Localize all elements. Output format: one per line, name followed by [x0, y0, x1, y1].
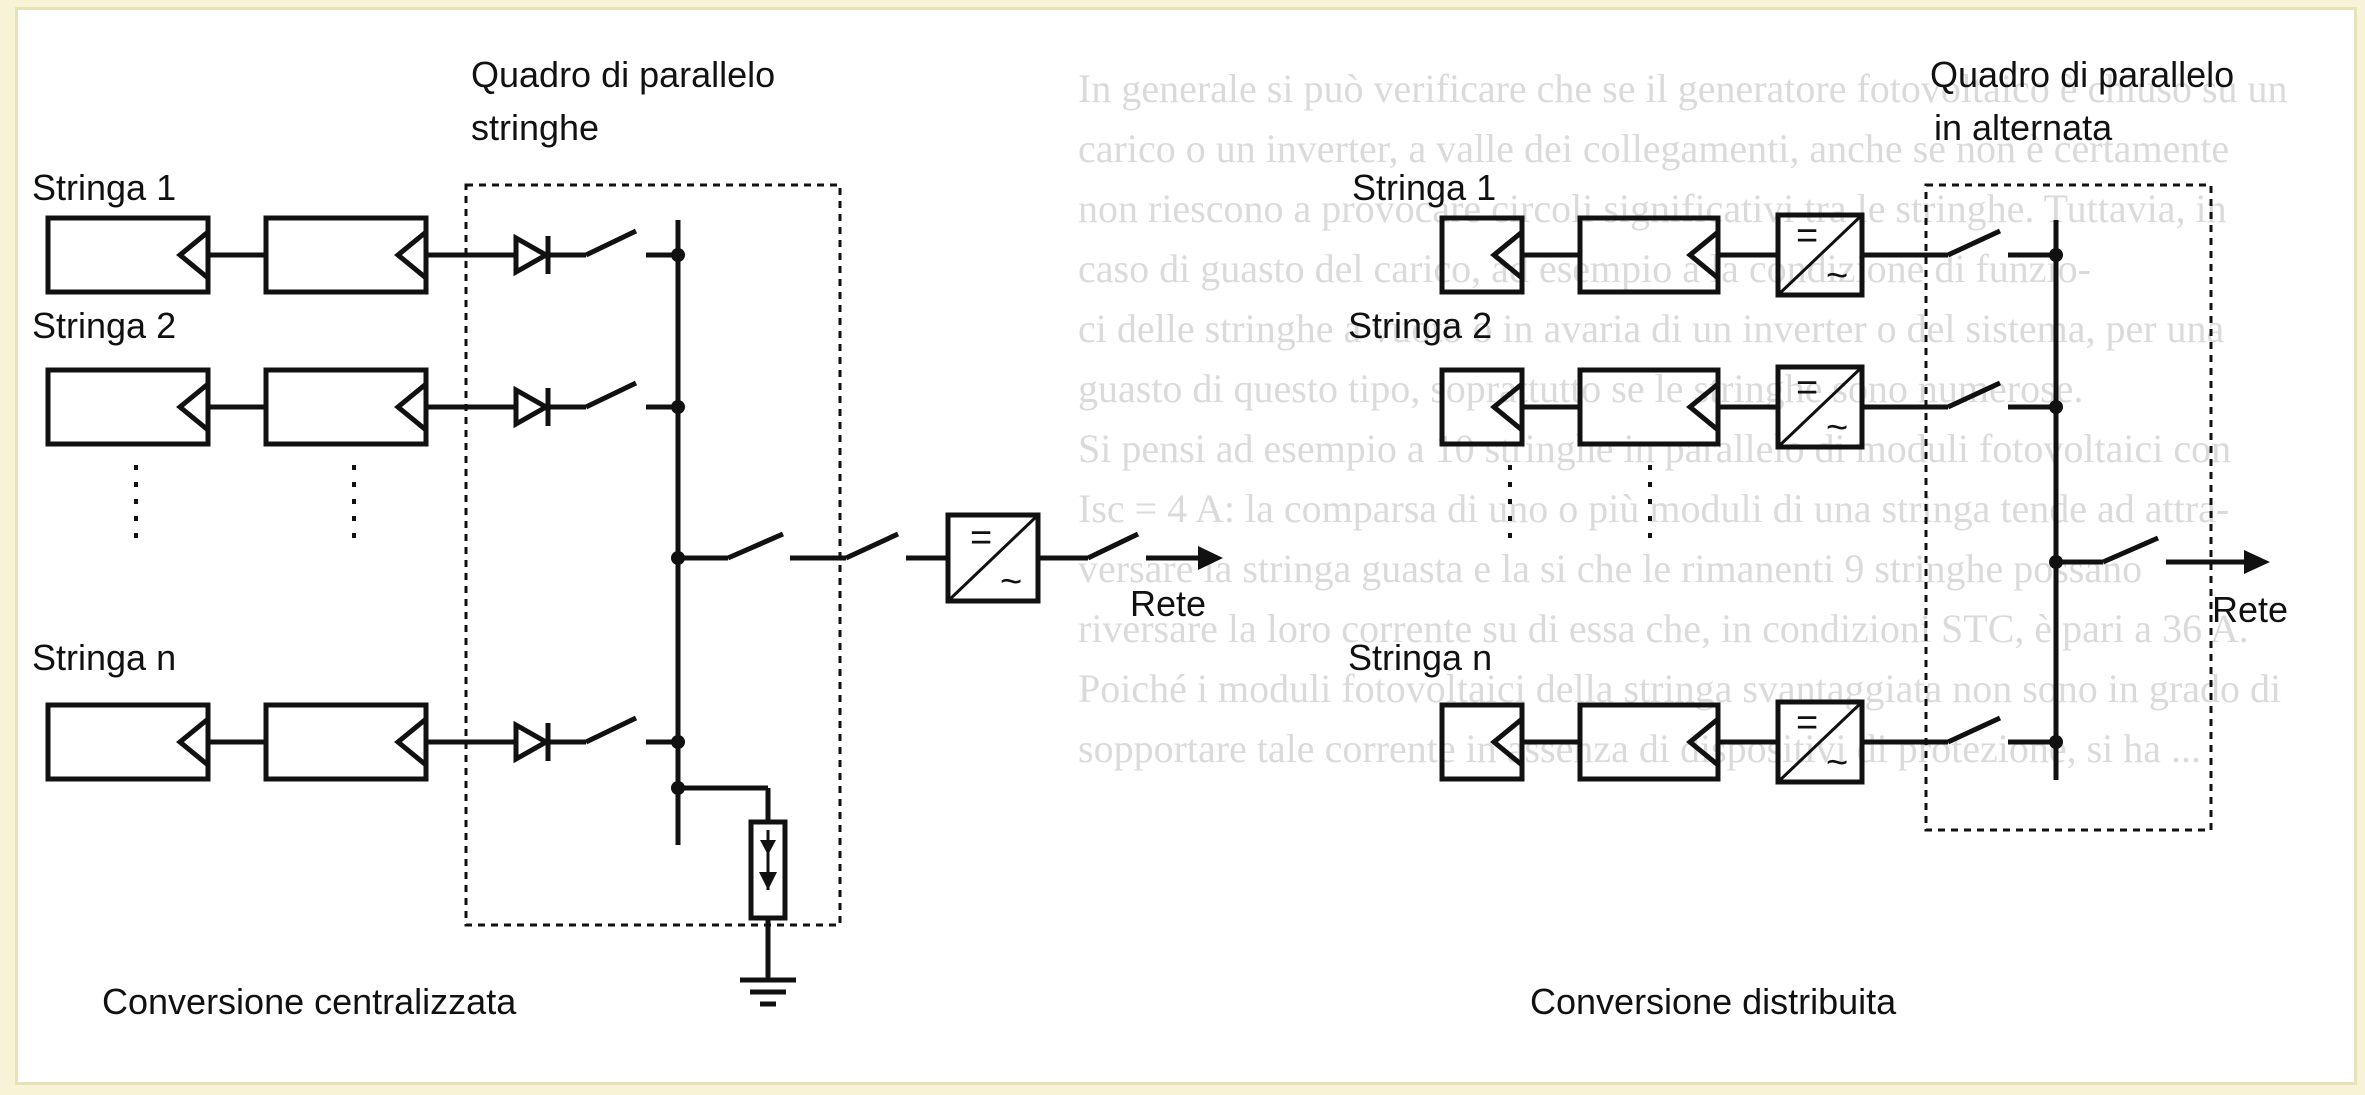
ellipsis-dots — [1508, 465, 1652, 550]
diagram-frame: In generale si può verificare che se il … — [18, 10, 2354, 1082]
grid-arrow-icon — [1198, 546, 1223, 570]
inverter-dc-symbol: = — [1796, 367, 1818, 409]
ac-combiner-label-line1: Quadro di parallelo — [1930, 54, 2234, 95]
string-label: Stringa 2 — [1348, 305, 1492, 346]
pv-module — [263, 215, 429, 295]
pv-module — [45, 367, 211, 447]
string-row — [45, 367, 685, 447]
blocking-diode — [513, 233, 552, 277]
pv-module — [45, 702, 211, 782]
background-text-line: non riescono a provocare circoli signifi… — [1078, 186, 2227, 231]
string-switch — [584, 228, 638, 258]
background-text-line: versare la stringa guasta e la si che le… — [1078, 546, 2142, 591]
string-switch — [584, 715, 638, 745]
pv-module — [263, 367, 429, 447]
inverter-ac-symbol: ~ — [1000, 561, 1022, 603]
main-switch — [727, 531, 784, 561]
string-row: = ~ — [1439, 212, 2063, 298]
string-combiner-box — [464, 183, 842, 927]
caption-centralized: Conversione centralizzata — [102, 981, 517, 1022]
background-text-line: In generale si può verificare che se il … — [1078, 66, 2288, 111]
blocking-diode — [513, 720, 552, 764]
grid-label: Rete — [1130, 583, 1206, 624]
grid-switch — [2102, 535, 2159, 565]
string-row — [45, 215, 685, 295]
ground-icon — [740, 977, 796, 1007]
string-switch — [584, 380, 638, 410]
string-label: Stringa 1 — [1352, 167, 1496, 208]
pv-conversion-diagram: In generale si può verificare che se il … — [32, 54, 2288, 1022]
distributed-conversion: Quadro di parallelo in alternata Stringa… — [1348, 54, 2288, 1022]
surge-protection-device — [678, 785, 788, 980]
blocking-diode — [513, 385, 552, 429]
background-text-line: Si pensi ad esempio a 10 stringhe in par… — [1078, 426, 2231, 471]
caption-distributed: Conversione distribuita — [1530, 981, 1897, 1022]
string-label: Stringa n — [32, 637, 176, 678]
output-switch — [844, 531, 900, 561]
background-text-line: carico o un inverter, a valle dei colleg… — [1078, 126, 2229, 171]
grid-arrow-icon — [2244, 550, 2270, 574]
inverter-ac-symbol: ~ — [1826, 742, 1848, 784]
combiner-label-line2: stringhe — [471, 107, 599, 148]
pv-module — [45, 215, 211, 295]
background-text-line: ci delle stringhe a vuoto o in avaria di… — [1078, 306, 2225, 351]
string-row — [45, 702, 685, 782]
combiner-label-line1: Quadro di parallelo — [471, 54, 775, 95]
central-inverter: = ~ — [945, 512, 1041, 604]
inverter-dc-symbol: = — [970, 517, 992, 559]
string-label: Stringa 1 — [32, 167, 176, 208]
string-switch — [1946, 715, 2002, 745]
inverter-ac-symbol: ~ — [1826, 407, 1848, 449]
ac-combiner-label-line2: in alternata — [1934, 107, 2113, 148]
inverter-dc-symbol: = — [1796, 702, 1818, 744]
background-text-line: sopportare tale corrente in assenza di d… — [1078, 726, 2201, 771]
string-switch — [1946, 380, 2002, 410]
inverter-dc-symbol: = — [1796, 215, 1818, 257]
string-row: = ~ — [1439, 364, 2063, 450]
pv-module — [263, 702, 429, 782]
centralized-conversion: Quadro di parallelo stringhe Stringa 1 S… — [32, 54, 1223, 1022]
string-inverter: = ~ — [1775, 212, 1865, 298]
ellipsis-dots — [134, 465, 356, 550]
ac-combiner-box — [1924, 183, 2213, 832]
grid-switch — [1086, 531, 1140, 561]
background-text-line: riversare la loro corrente su di essa ch… — [1078, 606, 2249, 651]
background-text-line: Isc = 4 A: la comparsa di uno o più modu… — [1078, 486, 2229, 531]
grid-label: Rete — [2212, 589, 2288, 630]
string-switch — [1946, 228, 2002, 258]
string-label: Stringa 2 — [32, 305, 176, 346]
string-label: Stringa n — [1348, 637, 1492, 678]
background-text: In generale si può verificare che se il … — [1078, 66, 2288, 771]
inverter-ac-symbol: ~ — [1826, 255, 1848, 297]
